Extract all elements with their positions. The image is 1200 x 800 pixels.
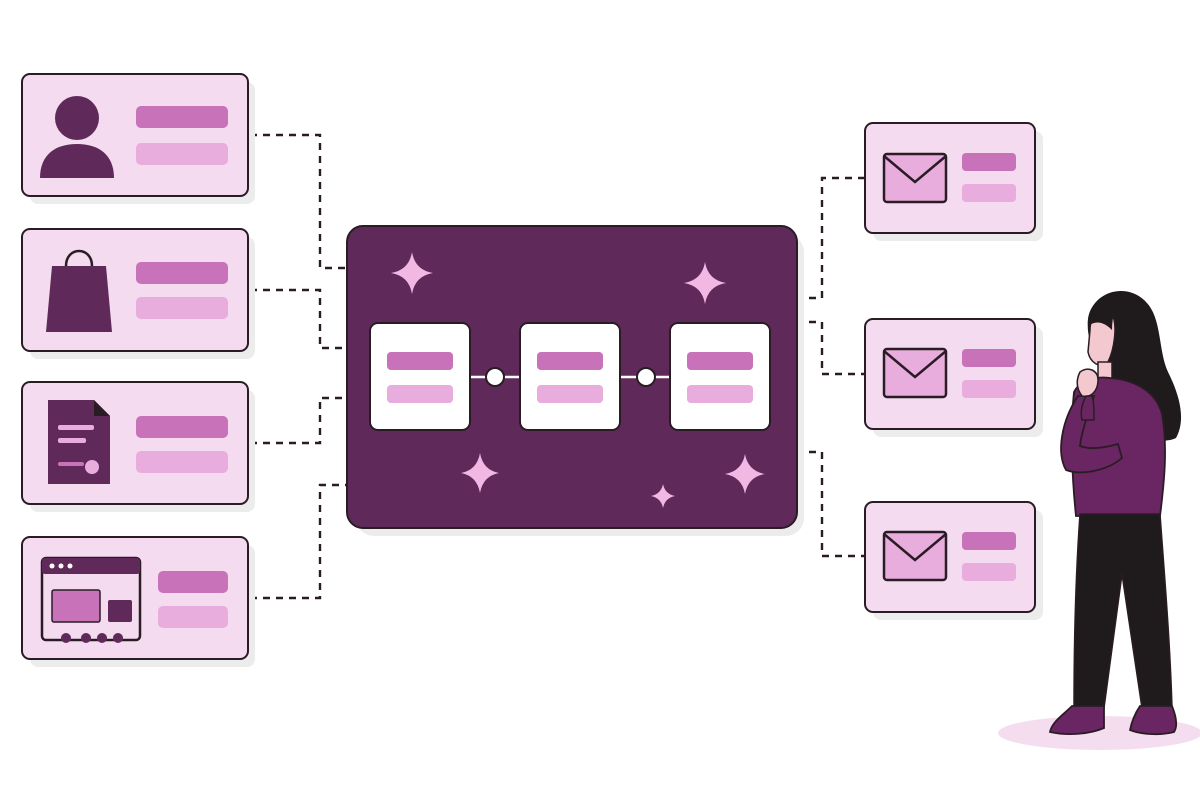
card-bar-secondary (136, 143, 228, 165)
sparkle-icon (461, 453, 499, 493)
sparkle-icon (651, 484, 675, 508)
user-icon (40, 96, 114, 178)
card-bar-primary (158, 571, 228, 593)
output-card-mail-2 (864, 318, 1043, 437)
connector-mail-3 (796, 450, 865, 558)
browser-window-icon (40, 556, 142, 643)
document-icon (48, 400, 110, 484)
connector-user (250, 133, 348, 270)
output-card-mail-1 (864, 122, 1043, 241)
sparkle-icon (725, 454, 765, 494)
sparkle-icon (684, 262, 726, 304)
connector-mail-2 (796, 320, 865, 376)
shoe-right (1128, 705, 1178, 736)
card-bar-secondary (136, 451, 228, 473)
connectors (250, 133, 865, 600)
envelope-icon (882, 530, 948, 582)
hub-step-2 (519, 322, 621, 431)
hand (1076, 368, 1099, 398)
card-bar-primary (962, 349, 1016, 367)
sparkle-icons (391, 252, 765, 508)
card-bar-secondary (962, 184, 1016, 202)
card-bar-primary (962, 153, 1016, 171)
step-connector-dot (636, 367, 656, 387)
hub-step-1 (369, 322, 471, 431)
connector-browser (250, 483, 348, 600)
connector-document (250, 396, 348, 445)
step-connector-dot (485, 367, 505, 387)
output-card-mail-3 (864, 501, 1043, 620)
workflow-hub (346, 225, 804, 536)
input-card-browser (21, 536, 255, 667)
card-bar-secondary (962, 563, 1016, 581)
pants (1073, 513, 1173, 709)
card-bar-primary (136, 106, 228, 128)
card-bar-secondary (962, 380, 1016, 398)
card-bar-primary (962, 532, 1016, 550)
envelope-icon (882, 347, 948, 399)
card-bar-primary (136, 262, 228, 284)
input-card-document (21, 381, 255, 512)
envelope-icon (882, 152, 948, 204)
input-card-bag (21, 228, 255, 359)
card-bar-secondary (158, 606, 228, 628)
input-card-user (21, 73, 255, 204)
connector-mail-1 (796, 176, 865, 300)
woman-thinking-illustration (1048, 290, 1182, 736)
shopping-bag-icon (46, 249, 112, 332)
card-bar-primary (136, 416, 228, 438)
connector-bag (250, 288, 348, 350)
hub-step-3 (669, 322, 771, 431)
sparkle-icon (391, 252, 433, 294)
card-bar-secondary (136, 297, 228, 319)
shoe-left (1048, 705, 1105, 735)
